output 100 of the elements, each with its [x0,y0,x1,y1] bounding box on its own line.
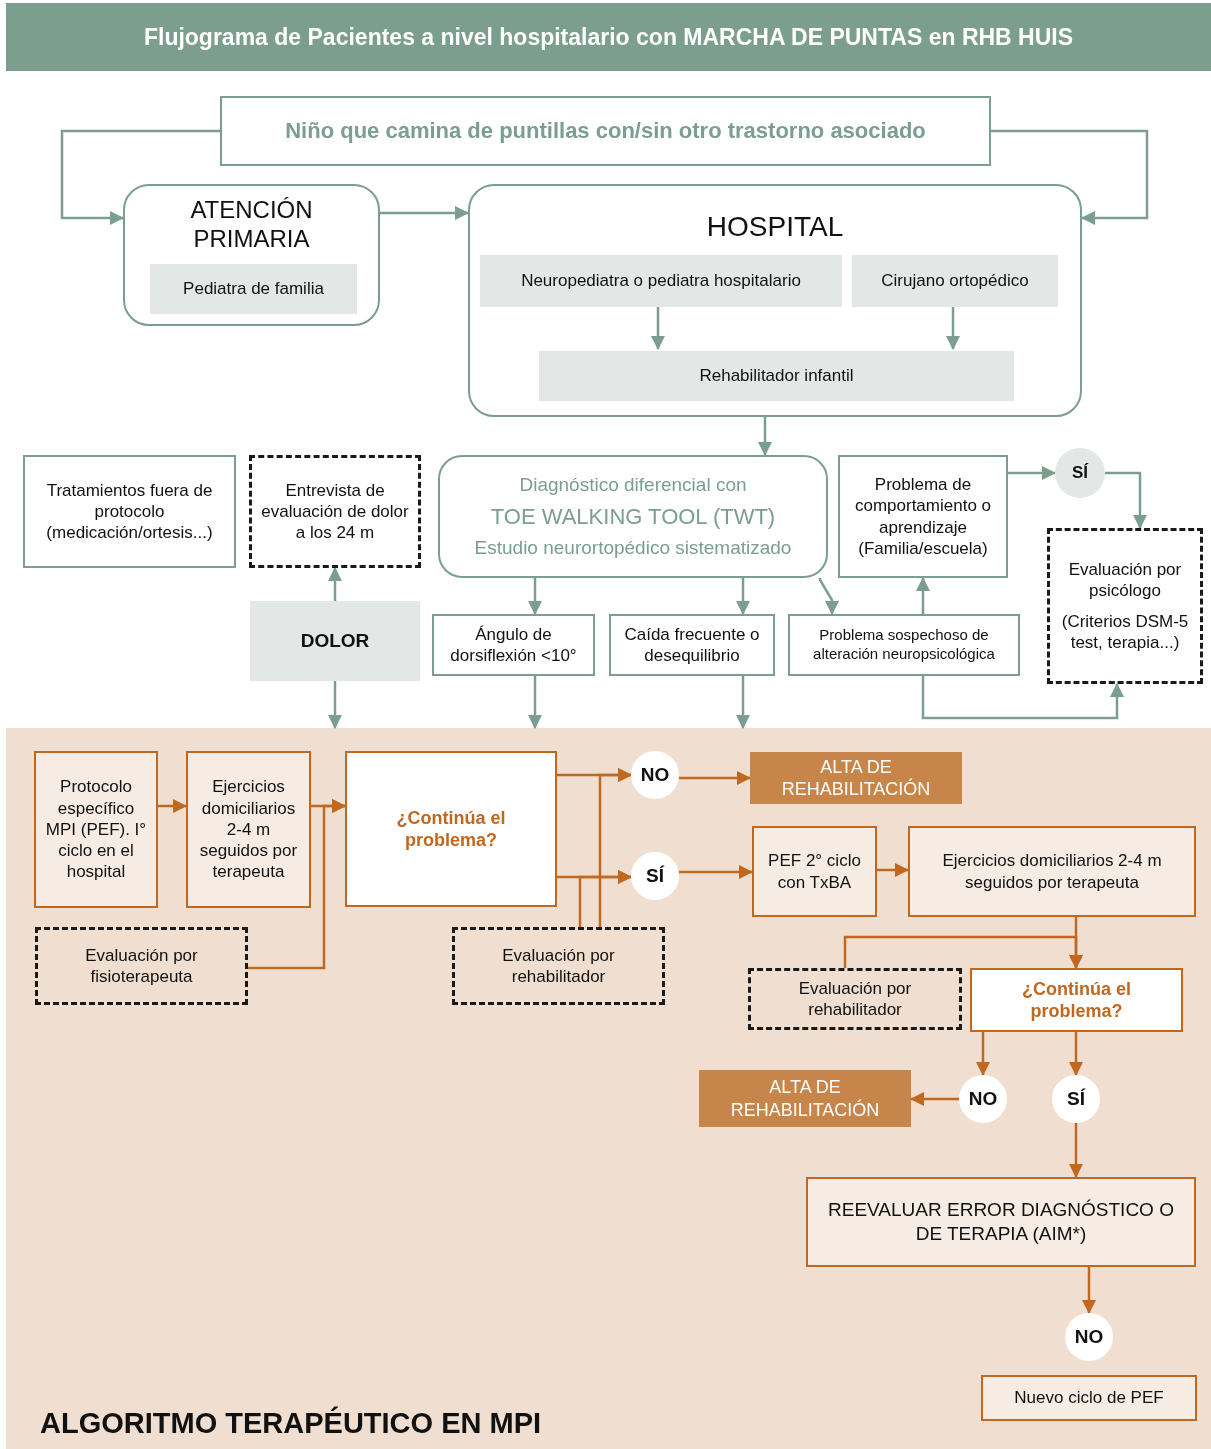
arrow [946,305,960,350]
diagram-title: Flujograma de Pacientes a nivel hospitalario con MARCHA DE PUNTAS en RHB HUIS [143,23,1074,51]
arrow [1069,1123,1083,1178]
group-panel [123,184,380,326]
node-text: Evaluación por rehabilitador [501,944,616,988]
arrow [248,799,346,970]
node-text: Diagnóstico diferencial con [519,473,747,497]
arrow [843,935,1083,969]
node-text: Nuevo ciclo de PEF [1014,1387,1164,1409]
node-text: Problema de comportamiento o aprendizaje (Familia/escuela) [853,474,993,559]
group-panel [468,184,1082,417]
node-text: NO [968,1087,998,1111]
node-text: Caída frecuente o desequilibrio [623,623,761,667]
role-box [480,255,842,307]
node-text: NO [1074,1325,1104,1349]
node-text: Ejercicios domiciliarios 2-4 m seguidos por terapeuta [941,850,1163,893]
section-heading: ALGORITMO TERAPÉUTICO EN MPI [40,1405,542,1441]
process-box [432,614,595,676]
decision-box [970,968,1183,1032]
node-text: SÍ [1071,462,1089,484]
process-box [34,751,158,908]
arrow [921,676,1124,720]
node-text: Cirujano ortopédico [881,270,1029,292]
arrow [910,1092,959,1106]
node-text: Neuropediatra o pediatra hospitalario [521,270,801,292]
answer-circle [1052,1075,1100,1123]
evaluation-box [1047,528,1203,684]
arrow [158,799,187,813]
answer-circle [631,751,679,799]
arrow [679,771,751,785]
arrow [598,768,632,927]
node-text: ALTA DE REHABILITACIÓN [780,755,932,801]
node-text: Evaluación por fisioterapeuta [84,944,199,988]
node-text: Ejercicios domiciliarios 2-4 m seguidos por terapeuta [198,776,299,883]
answer-circle [631,852,679,900]
node-text: ALTA DE REHABILITACIÓN [729,1076,881,1121]
decision-box [345,751,557,907]
node-text: Tratamientos fuera de protocolo (medicación/ortesis...) [45,479,214,544]
arrow [380,206,469,220]
node-text: Rehabilitador infantil [699,365,854,387]
process-box [752,826,877,917]
process-box [806,1177,1196,1267]
node-text: REEVALUAR ERROR DIAGNÓSTICO O DE TERAPIA (AIM*) [827,1198,1175,1246]
arrow [991,129,1149,225]
arrow [651,305,665,350]
role-box [852,255,1058,307]
panel-heading: HOSPITAL [706,210,844,244]
evaluation-box [452,927,665,1005]
evaluation-box [249,455,421,568]
node-text: Niño que camina de puntillas con/sin otro trastorno asociado [285,117,926,145]
process-box [981,1375,1197,1421]
arrow [976,1032,990,1076]
arrow [328,567,342,601]
arrow [916,577,930,614]
arrow [736,676,750,729]
arrow [877,863,909,877]
title-box [220,96,991,166]
arrow [328,681,342,729]
arrow [736,578,750,615]
process-box [609,614,775,676]
arrow [528,676,542,729]
outcome-box [750,752,962,804]
arrow [528,578,542,615]
arrow [818,577,839,615]
outcome-box [699,1070,911,1127]
process-box [908,826,1196,917]
arrow [1008,466,1056,480]
node-text: Entrevista de evaluación de dolor a los 24 m [260,479,410,544]
panel-heading: ATENCIÓN PRIMARIA [189,196,314,254]
node-text: Ángulo de dorsiflexión <10° [449,623,578,667]
node-text: (Criterios DSM-5 test, terapia...) [1060,611,1190,654]
node-text: Evaluación por psicólogo [1067,558,1183,601]
node-text: Estudio neurortopédico sistematizado [474,536,792,560]
process-box [838,455,1008,578]
node-text: NO [640,763,670,787]
process-box [23,455,236,568]
node-text: Pediatra de familia [183,278,324,300]
process-box [186,751,311,908]
arrow [578,870,632,927]
node-text: DOLOR [300,629,370,653]
evaluation-box [748,968,962,1030]
arrow [1082,1267,1096,1314]
node-text: ¿Continúa el problema? [1021,977,1132,1023]
answer-circle [1055,448,1105,498]
node-text: ¿Continúa el problema? [395,806,507,852]
diagnosis-box [438,455,828,578]
node-text: Evaluación por rehabilitador [797,977,913,1021]
node-text: SÍ [1067,1087,1085,1111]
node-text: TOE WALKING TOOL (TWT) [490,502,776,531]
symptom-box [250,601,420,681]
arrow [679,865,753,879]
node-text: Problema sospechoso de alteración neuropsicológica [812,626,996,664]
role-box [150,264,357,314]
answer-circle [959,1075,1007,1123]
section-band [6,728,1211,1449]
arrow [1105,471,1147,529]
process-box [788,614,1020,676]
node-text: Protocolo específico MPI (PEF). I° ciclo en el hospital [44,776,148,883]
arrow [1069,1032,1083,1076]
node-text: PEF 2° ciclo con TxBA [767,850,862,893]
